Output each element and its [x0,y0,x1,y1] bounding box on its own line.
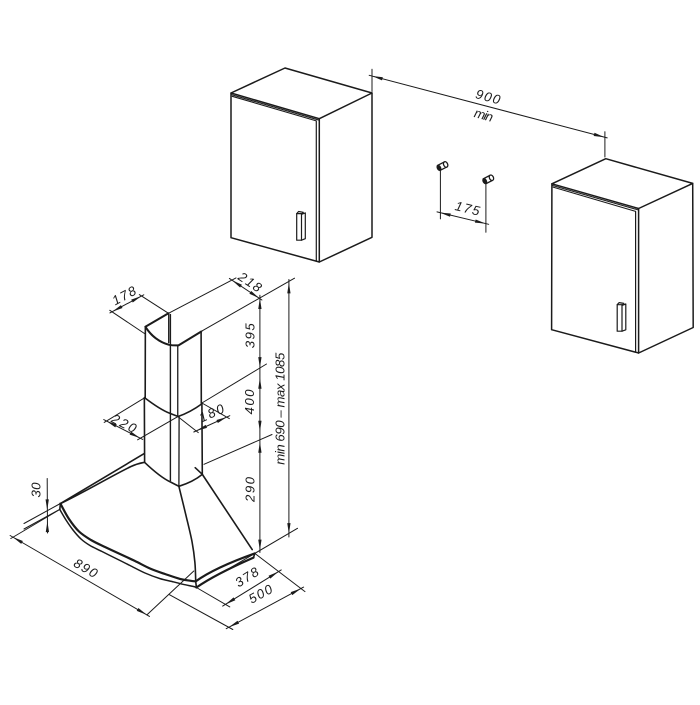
svg-text:400: 400 [242,389,257,415]
svg-text:290: 290 [242,476,257,503]
svg-text:min 690 – max 1085: min 690 – max 1085 [272,352,287,465]
svg-text:30: 30 [29,482,44,498]
svg-text:395: 395 [242,323,257,349]
